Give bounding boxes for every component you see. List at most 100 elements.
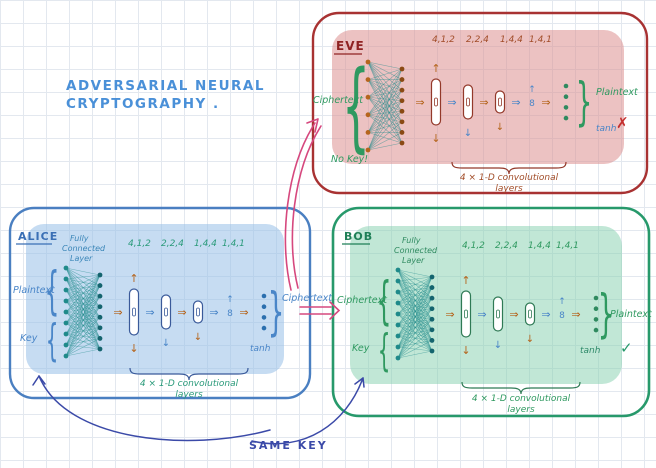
network-edge bbox=[367, 121, 403, 151]
output-node bbox=[261, 304, 267, 310]
network-edge bbox=[367, 111, 403, 151]
alice-conv-size-1: 4,1,2 bbox=[128, 239, 151, 249]
underbrace bbox=[451, 161, 567, 175]
down-arrow-glyph: ↓ bbox=[494, 340, 502, 351]
network-node bbox=[365, 94, 371, 100]
down-arrow-glyph: ↓ bbox=[496, 122, 504, 133]
alice-input-label-plaintext: Plaintext bbox=[13, 285, 56, 296]
network-node bbox=[395, 300, 401, 306]
flow-arrow-glyph: ⇒ bbox=[145, 306, 154, 319]
network-edge bbox=[65, 317, 101, 357]
network-edge bbox=[397, 276, 433, 337]
bob-output-brace: } bbox=[598, 284, 615, 345]
up-arrow-glyph: ↑ bbox=[558, 297, 566, 307]
network-node bbox=[395, 289, 401, 295]
alice-input-brace-2: { bbox=[46, 315, 59, 367]
down-arrow-glyph: ↓ bbox=[162, 338, 170, 349]
network-edge bbox=[65, 338, 101, 357]
flow-arrow-glyph: ⇒ bbox=[541, 96, 550, 109]
up-arrow-glyph: ↑ bbox=[528, 85, 536, 95]
bob-panel: BOB Fully Connected Layer 4,1,2 2,2,4 1,… bbox=[331, 206, 653, 418]
network-node bbox=[97, 336, 103, 341]
network-edge bbox=[65, 267, 101, 276]
eve-conv-caption-1: 4 × 1-D convolutional bbox=[460, 173, 559, 183]
eve-no-key-label: No Key! bbox=[331, 154, 368, 165]
network-edge bbox=[367, 79, 403, 116]
bob-input-label-key: Key bbox=[352, 343, 370, 354]
network-node bbox=[399, 140, 405, 146]
network-node bbox=[399, 98, 405, 104]
alice-network bbox=[63, 265, 103, 359]
network-node bbox=[97, 314, 103, 320]
bob-fc-line-2: Connected bbox=[394, 246, 438, 255]
conv-layer-pill-mark bbox=[498, 97, 502, 107]
alice-to-bob-arrow bbox=[299, 301, 341, 320]
output-node bbox=[261, 293, 267, 299]
network-edge bbox=[65, 306, 101, 357]
bob-conv-caption-1: 4 × 1-D convolutional bbox=[472, 394, 571, 404]
eve-box-outline bbox=[311, 11, 649, 195]
network-edge bbox=[65, 274, 101, 302]
output-node bbox=[261, 325, 267, 331]
network-edge bbox=[397, 276, 433, 293]
network-edge bbox=[397, 340, 433, 359]
alice-box-outline bbox=[8, 206, 312, 400]
bob-conv-size-4: 1,4,1 bbox=[556, 241, 579, 251]
flow-arrow-glyph: ⇒ bbox=[239, 306, 248, 319]
network-node bbox=[429, 338, 435, 343]
network-edge bbox=[367, 100, 403, 151]
network-node bbox=[429, 285, 435, 290]
same-key-arrows bbox=[32, 375, 365, 445]
network-edge bbox=[65, 274, 101, 357]
network-edge bbox=[367, 100, 403, 116]
network-node bbox=[395, 355, 401, 361]
bob-conv-pipeline: ⇒⇒⇒⇒⇒8↑↑↓↓↓ bbox=[445, 274, 599, 357]
conv-layer-pill bbox=[492, 296, 504, 332]
alice-panel: ALICE Fully Connected Layer 4,1,2 2,2,4 … bbox=[8, 206, 333, 400]
output-node bbox=[593, 295, 599, 301]
bob-label: BOB bbox=[344, 230, 373, 243]
network-node bbox=[429, 348, 435, 354]
title-line-1: ADVERSARIAL NEURAL bbox=[66, 78, 265, 94]
eve-conv-pipeline: ⇒⇒⇒⇒⇒8↑↑↓↓↓ bbox=[415, 62, 569, 145]
conv-layer-pill bbox=[160, 294, 172, 330]
network-node bbox=[399, 130, 405, 135]
network-node bbox=[395, 278, 401, 284]
flow-arrow-glyph: ⇒ bbox=[209, 306, 218, 319]
down-arrow-glyph: ↓ bbox=[526, 334, 534, 345]
network-edge bbox=[367, 89, 403, 116]
network-edge bbox=[397, 276, 433, 359]
network-edge bbox=[397, 350, 433, 359]
bob-fc-line-3: Layer bbox=[402, 256, 425, 265]
eve-conv-caption-2: layers bbox=[495, 184, 523, 194]
network-node bbox=[63, 276, 69, 282]
conv-layer-pill bbox=[192, 300, 204, 324]
network-edge bbox=[367, 132, 403, 144]
alice-conv-size-2: 2,2,4 bbox=[161, 239, 184, 249]
network-edge bbox=[397, 319, 433, 359]
network-node bbox=[429, 316, 435, 322]
network-node bbox=[97, 304, 103, 310]
network-edge bbox=[65, 295, 101, 357]
network-edge bbox=[397, 276, 433, 304]
network-node bbox=[63, 298, 69, 304]
eve-label: EVE bbox=[336, 39, 365, 53]
network-edge bbox=[367, 114, 403, 133]
network-node bbox=[429, 274, 435, 280]
output-node bbox=[593, 306, 599, 312]
network-node bbox=[63, 287, 69, 293]
flow-arrow-glyph: ⇒ bbox=[177, 306, 186, 319]
conv-layer-pill-mark bbox=[132, 307, 136, 317]
output-node bbox=[593, 317, 599, 322]
network-edge bbox=[367, 89, 403, 151]
network-edge bbox=[367, 114, 403, 123]
flow-arrow-glyph: ⇒ bbox=[541, 308, 550, 321]
title-line-2: CRYPTOGRAPHY . bbox=[66, 96, 220, 112]
network-edge bbox=[65, 274, 101, 280]
alice-output-label: Ciphertext bbox=[282, 293, 333, 304]
network-edge bbox=[367, 68, 403, 151]
flow-arrow-glyph: ⇒ bbox=[445, 308, 454, 321]
network-node bbox=[399, 119, 405, 125]
network-edge bbox=[397, 276, 433, 282]
